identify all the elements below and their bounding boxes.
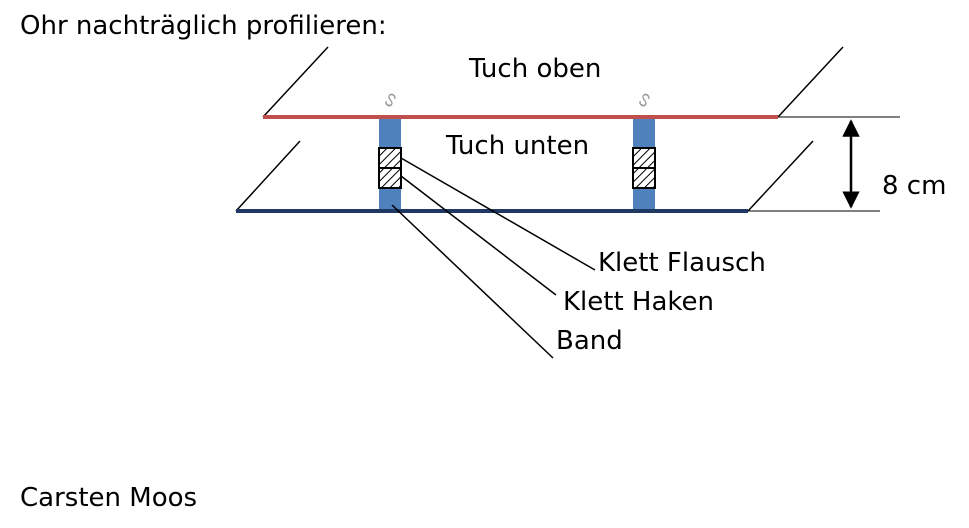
bottom-cloth-right-edge	[747, 140, 814, 212]
velcro-loop-right	[632, 147, 656, 169]
velcro-hook-left	[378, 167, 402, 189]
callout-hook-label: Klett Haken	[563, 287, 714, 317]
callout-loop-label: Klett Flausch	[598, 248, 766, 278]
leader-line-hook	[400, 175, 557, 296]
leader-line-tape	[391, 204, 554, 359]
dimension-label: 8 cm	[882, 171, 946, 201]
author-name: Carsten Moos	[20, 483, 198, 513]
callout-tape-label: Band	[556, 326, 623, 356]
top-cloth-right-edge	[777, 46, 844, 118]
stitch-mark-right: ᔕ	[631, 88, 655, 110]
velcro-loop-left	[378, 147, 402, 169]
bottom-cloth-left-edge	[235, 140, 301, 212]
velcro-hook-right	[632, 167, 656, 189]
bottom-cloth-label: Tuch unten	[445, 131, 589, 161]
leader-line-loop	[400, 157, 596, 271]
page-heading: Ohr nachträglich profilieren:	[20, 11, 387, 41]
stitch-mark-left: ᔕ	[377, 88, 401, 110]
top-cloth-left-edge	[262, 46, 329, 118]
top-cloth-label: Tuch oben	[468, 54, 601, 84]
